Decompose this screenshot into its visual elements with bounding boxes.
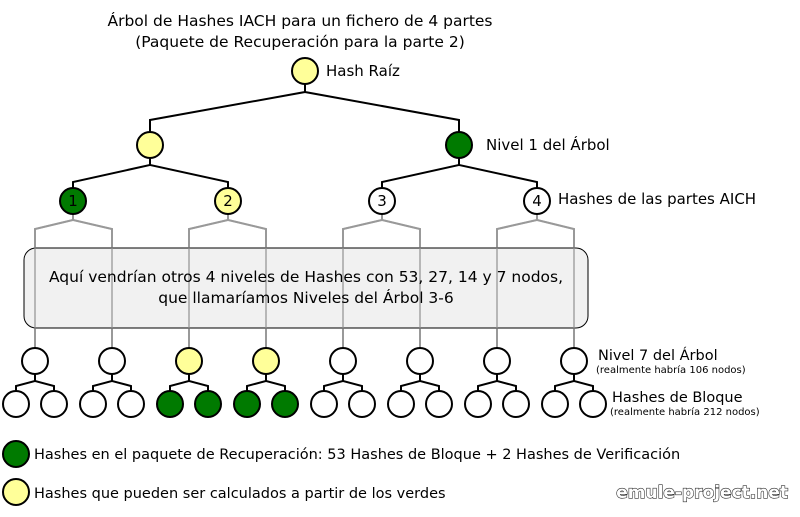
- level7-node-8: [560, 347, 588, 375]
- part-hash-node-2: [214, 187, 242, 215]
- legend: Hashes en el paquete de Recuperación: 53…: [2, 440, 680, 506]
- edge-l7-5-block-10: [400, 374, 421, 391]
- edge-l7-4-block-8: [323, 374, 344, 391]
- part-hash-node-3-number: 3: [377, 192, 387, 210]
- edge-l7-2-block-4: [169, 374, 190, 391]
- block-hash-node-12: [425, 390, 453, 418]
- level7-node-2: [98, 347, 126, 375]
- block-hash-node-1: [2, 390, 30, 418]
- edge-part-0-l7-1-overlay: [72, 214, 113, 348]
- block-hash-node-4: [117, 390, 145, 418]
- edge-part-2-l7-5-overlay: [381, 214, 421, 348]
- block-hash-node-5: [156, 390, 184, 418]
- block-hash-node-2: [40, 390, 68, 418]
- block-hash-node-13: [464, 390, 492, 418]
- level1-node-1: [136, 131, 164, 159]
- edge-root-l1-0: [149, 84, 306, 132]
- edge-l7-1-block-3: [111, 374, 132, 391]
- edge-l7-6-block-13: [496, 374, 517, 391]
- edge-l1-1-part-3: [458, 158, 538, 188]
- block-hash-node-9: [310, 390, 338, 418]
- blocks-label: Hashes de Bloque: [612, 390, 743, 406]
- blocks-note: (realmente habría 212 nodos): [610, 406, 760, 418]
- edge-l7-7-block-14: [554, 374, 575, 391]
- block-hash-node-11: [387, 390, 415, 418]
- title-line-1: Árbol de Hashes IACH para un fichero de …: [107, 11, 492, 30]
- block-hash-node-15: [541, 390, 569, 418]
- edge-l7-0-block-0: [15, 374, 36, 391]
- box-text-line-1: Aquí vendrían otros 4 niveles de Hashes …: [49, 268, 563, 286]
- edge-l7-2-block-5: [188, 374, 209, 391]
- legend-green-swatch: [2, 440, 30, 468]
- level7-label: Nivel 7 del Árbol: [598, 347, 718, 364]
- box-text-line-2: que llamaríamos Niveles del Árbol 3-6: [158, 288, 454, 307]
- edge-l1-1-part-2: [381, 158, 460, 188]
- part-hash-node-2-number: 2: [223, 192, 233, 210]
- edge-l7-3-block-7: [265, 374, 286, 391]
- edge-l7-6-block-12: [477, 374, 498, 391]
- edge-l1-0-part-1: [149, 158, 229, 188]
- watermark: emule-project.net: [616, 483, 788, 503]
- level7-node-3: [175, 347, 203, 375]
- level1-node-2: [445, 131, 473, 159]
- legend-green-text: Hashes en el paquete de Recuperación: 53…: [34, 447, 680, 463]
- part-hash-node-4-number: 4: [532, 192, 542, 210]
- block-hash-node-6: [194, 390, 222, 418]
- level7-node-4: [252, 347, 280, 375]
- level7-note: (realmente habría 106 nodos): [596, 364, 746, 376]
- block-hash-node-10: [348, 390, 376, 418]
- title-line-2: (Paquete de Recuperación para la parte 2…: [135, 33, 465, 51]
- edge-l1-0-part-0: [72, 158, 151, 188]
- edge-l7-0-block-1: [34, 374, 55, 391]
- edge-part-3-l7-7-overlay: [536, 214, 575, 348]
- legend-yellow-text: Hashes que pueden ser calculados a parti…: [34, 486, 446, 502]
- edge-l7-3-block-6: [246, 374, 267, 391]
- parts-label: Hashes de las partes AICH: [558, 190, 756, 208]
- intermediate-levels-box: [23, 247, 589, 329]
- part-hash-node-1: [59, 187, 87, 215]
- edge-l7-1-block-2: [92, 374, 113, 391]
- tree-gray-edges-overlay: [34, 214, 575, 348]
- root-label: Hash Raíz: [326, 62, 400, 80]
- root-hash-node: [291, 57, 319, 85]
- tree-edges: [15, 84, 594, 391]
- block-hash-node-7: [233, 390, 261, 418]
- level1-label: Nivel 1 del Árbol: [486, 135, 610, 154]
- edge-l7-5-block-11: [419, 374, 440, 391]
- block-hash-node-16: [579, 390, 607, 418]
- edge-root-l1-1: [304, 84, 460, 132]
- part-hash-node-3: [368, 187, 396, 215]
- edge-l7-4-block-9: [342, 374, 363, 391]
- block-hash-node-8: [271, 390, 299, 418]
- edge-l7-7-block-15: [573, 374, 594, 391]
- legend-yellow-swatch: [2, 478, 30, 506]
- edge-part-1-l7-3-overlay: [227, 214, 267, 348]
- level7-node-1: [21, 347, 49, 375]
- level7-node-5: [329, 347, 357, 375]
- block-hash-node-14: [502, 390, 530, 418]
- part-hash-node-4: [523, 187, 551, 215]
- tree-nodes: 1 2 3 4: [2, 57, 607, 418]
- block-hash-node-3: [79, 390, 107, 418]
- level7-node-7: [483, 347, 511, 375]
- part-hash-node-1-number: 1: [68, 192, 78, 210]
- level7-node-6: [406, 347, 434, 375]
